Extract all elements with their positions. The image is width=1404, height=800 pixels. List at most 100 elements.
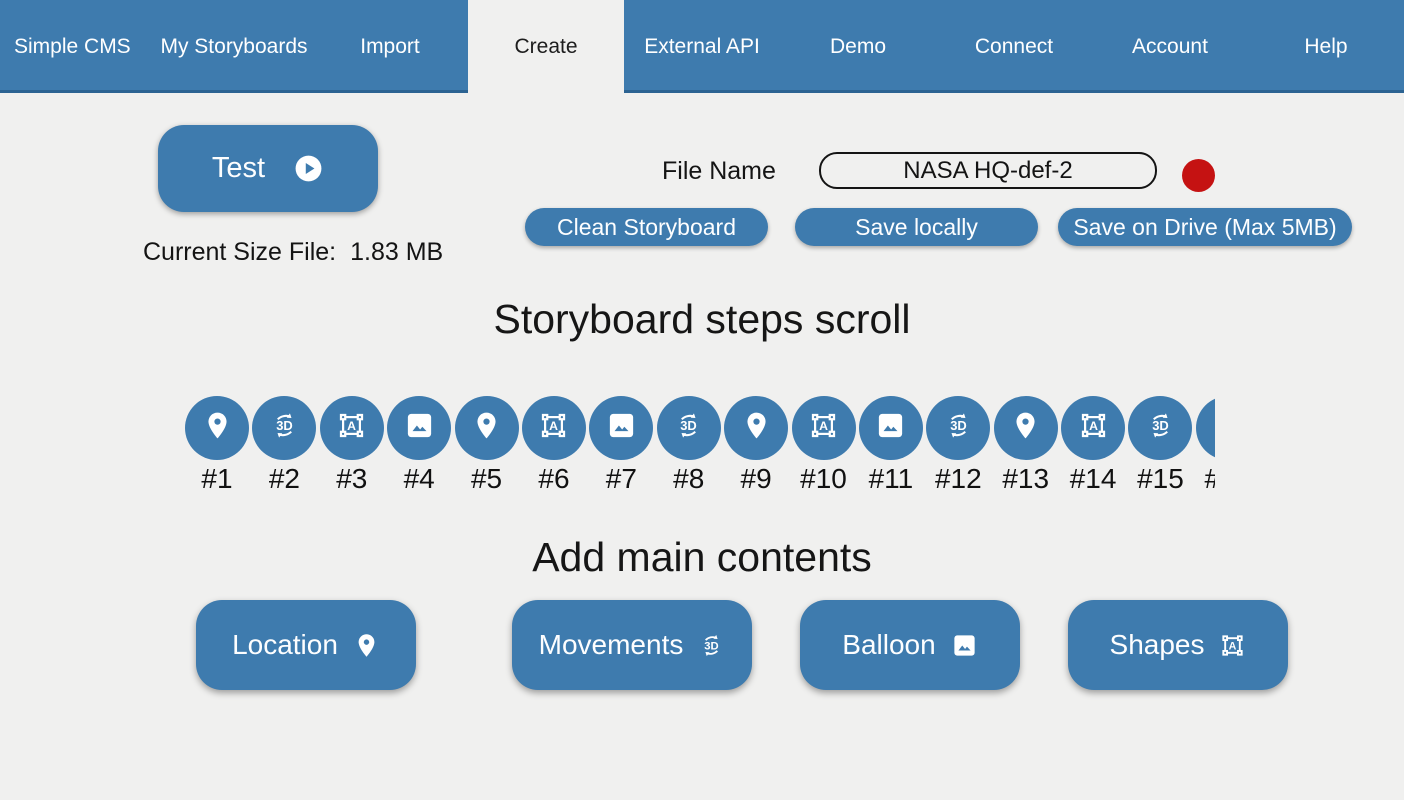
- location-pin-icon: [1212, 410, 1215, 446]
- brand-simple-cms[interactable]: Simple CMS: [14, 34, 131, 58]
- add-main-contents-title: Add main contents: [532, 534, 872, 580]
- step-circle: 3D: [656, 396, 721, 460]
- format-shapes-icon: A: [1219, 632, 1246, 659]
- storyboard-step-12[interactable]: 3D #12: [926, 396, 991, 506]
- step-circle: A: [521, 396, 586, 460]
- svg-text:A: A: [347, 419, 356, 433]
- location-pin-icon: [1010, 410, 1041, 446]
- storyboard-step-4[interactable]: #4: [387, 396, 452, 506]
- 3d-rotation-icon: 3D: [698, 632, 725, 659]
- storyboard-step-9[interactable]: #9: [724, 396, 789, 506]
- svg-text:A: A: [1089, 419, 1098, 433]
- test-button-label: Test: [211, 152, 266, 184]
- 3d-rotation-icon: 3D: [269, 410, 300, 446]
- storyboard-step-13[interactable]: #13: [993, 396, 1058, 506]
- current-size-line: Current Size File: 1.83 MB: [143, 238, 443, 267]
- nav-items: My Storyboards Import Create External AP…: [156, 0, 1404, 93]
- step-label: #16: [1205, 463, 1216, 495]
- step-circle: A: [1061, 396, 1126, 460]
- image-icon: [951, 632, 978, 659]
- save-on-drive-button[interactable]: Save on Drive (Max 5MB): [1058, 208, 1352, 246]
- step-label: #15: [1137, 463, 1184, 494]
- storyboard-step-1[interactable]: #1: [185, 396, 249, 506]
- step-label: #14: [1069, 463, 1117, 494]
- nav-item-account[interactable]: Account: [1132, 34, 1208, 58]
- storyboard-steps-title: Storyboard steps scroll: [493, 296, 911, 342]
- step-circle: [185, 396, 249, 460]
- 3d-rotation-icon: 3D: [1145, 410, 1176, 446]
- storyboard-step-5[interactable]: #5: [454, 396, 519, 506]
- play-circle-icon: [293, 153, 324, 184]
- file-name-input[interactable]: [819, 152, 1157, 189]
- storyboard-step-14[interactable]: A #14: [1061, 396, 1126, 506]
- step-circle: [1195, 396, 1215, 460]
- step-label: #5: [470, 463, 503, 494]
- storyboard-step-10[interactable]: A #10: [791, 396, 856, 506]
- red-dot-status-indicator: [1182, 159, 1215, 192]
- content-button-movements[interactable]: Movements 3D: [512, 600, 752, 690]
- 3d-rotation-icon: 3D: [943, 410, 974, 446]
- step-circle: A: [319, 396, 384, 460]
- content-button-balloon[interactable]: Balloon: [800, 600, 1020, 690]
- step-label: #4: [403, 463, 435, 494]
- nav-item-demo[interactable]: Demo: [829, 34, 887, 58]
- location-pin-icon: [353, 632, 380, 659]
- image-icon: [606, 410, 637, 446]
- svg-text:A: A: [550, 419, 559, 433]
- step-circle: 3D: [1128, 396, 1193, 460]
- storyboard-step-7[interactable]: #7: [589, 396, 654, 506]
- step-circle: [993, 396, 1058, 460]
- location-pin-icon: [741, 410, 772, 446]
- file-name-label: File Name: [662, 157, 776, 185]
- storyboard-step-8[interactable]: 3D #8: [656, 396, 721, 506]
- format-shapes-icon: A: [808, 410, 839, 446]
- nav-item-external-api[interactable]: External API: [644, 34, 760, 58]
- step-label: #2: [268, 463, 300, 494]
- 3d-rotation-icon: 3D: [673, 410, 704, 446]
- nav-item-my-storyboards[interactable]: My Storyboards: [160, 34, 308, 58]
- format-shapes-icon: A: [1078, 410, 1109, 446]
- svg-text:A: A: [1229, 640, 1237, 652]
- step-label: #9: [740, 463, 772, 494]
- step-circle: [454, 396, 519, 460]
- step-circle: A: [791, 396, 856, 460]
- nav-item-help[interactable]: Help: [1304, 34, 1348, 58]
- step-circle: [387, 396, 452, 460]
- svg-text:3D: 3D: [705, 640, 719, 652]
- storyboard-step-3[interactable]: A #3: [319, 396, 384, 506]
- step-label: #3: [336, 463, 368, 494]
- location-pin-icon: [202, 410, 233, 446]
- content-button-shapes[interactable]: Shapes A: [1068, 600, 1288, 690]
- content-button-location[interactable]: Location: [196, 600, 416, 690]
- step-circle: [589, 396, 654, 460]
- nav-item-create[interactable]: Create: [468, 0, 624, 93]
- test-button[interactable]: Test: [158, 125, 378, 212]
- storyboard-step-6[interactable]: A #6: [521, 396, 586, 506]
- storyboard-step-16[interactable]: #16: [1195, 396, 1216, 506]
- step-label: #11: [868, 463, 914, 494]
- clean-storyboard-button[interactable]: Clean Storyboard: [525, 208, 768, 246]
- svg-text:3D: 3D: [680, 418, 697, 433]
- storyboard-step-15[interactable]: 3D #15: [1128, 396, 1193, 506]
- step-label: #12: [934, 463, 982, 494]
- step-circle: 3D: [926, 396, 991, 460]
- svg-text:3D: 3D: [276, 418, 293, 433]
- step-label: #13: [1002, 463, 1050, 494]
- nav-item-import[interactable]: Import: [360, 34, 420, 58]
- format-shapes-icon: A: [336, 410, 367, 446]
- svg-text:A: A: [819, 419, 828, 433]
- nav-item-connect[interactable]: Connect: [974, 34, 1054, 58]
- step-label: #8: [673, 463, 705, 494]
- location-pin-icon: [471, 410, 502, 446]
- format-shapes-icon: A: [538, 410, 569, 446]
- step-label: #7: [605, 463, 637, 494]
- step-circle: 3D: [252, 396, 317, 460]
- svg-text:3D: 3D: [1152, 418, 1169, 433]
- step-label: #10: [800, 463, 847, 494]
- storyboard-step-11[interactable]: #11: [858, 396, 923, 506]
- save-locally-button[interactable]: Save locally: [795, 208, 1038, 246]
- storyboard-steps-scroll-strip[interactable]: #1 3D #2 A #3 #4: [185, 396, 1215, 506]
- step-circle: [724, 396, 789, 460]
- storyboard-step-2[interactable]: 3D #2: [252, 396, 317, 506]
